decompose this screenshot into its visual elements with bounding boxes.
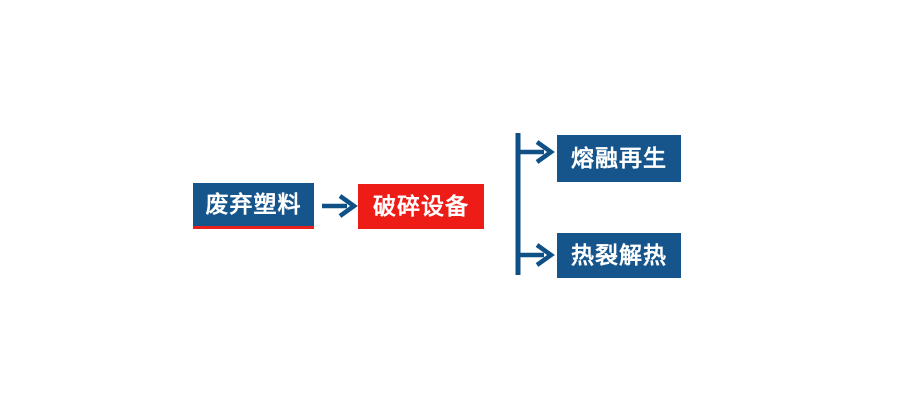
node-outcome-top-label: 熔融再生 bbox=[571, 145, 667, 171]
node-outcome-pyrolysis-heat[interactable]: 热裂解热 bbox=[557, 233, 681, 278]
node-process-crushing-equipment[interactable]: 破碎设备 bbox=[358, 184, 484, 229]
node-source-waste-plastic[interactable]: 废弃塑料 bbox=[193, 183, 314, 229]
node-source-label: 废弃塑料 bbox=[205, 191, 302, 217]
node-outcome-bottom-label: 热裂解热 bbox=[571, 242, 667, 268]
bracket-split-arrows-icon bbox=[508, 128, 568, 280]
node-outcome-melt-regeneration[interactable]: 熔融再生 bbox=[557, 135, 681, 182]
node-process-label: 破碎设备 bbox=[373, 193, 469, 219]
arrow-source-to-process-icon bbox=[320, 189, 358, 223]
